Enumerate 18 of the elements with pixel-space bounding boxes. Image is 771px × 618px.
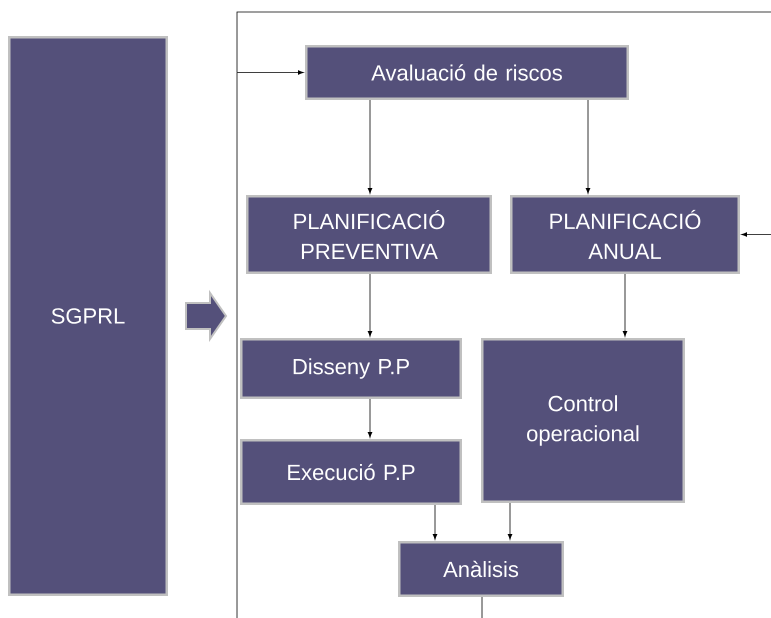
process-box: Disseny P.P bbox=[240, 338, 462, 399]
process-box: Avaluació de riscos bbox=[305, 45, 629, 100]
arrow bbox=[622, 274, 628, 337]
arrow bbox=[741, 232, 771, 237]
arrow bbox=[508, 502, 512, 540]
process-box: PLANIFICACIÓ PREVENTIVA bbox=[246, 195, 492, 274]
arrow bbox=[236, 70, 304, 618]
arrow bbox=[586, 100, 590, 194]
arrow bbox=[432, 504, 438, 540]
process-box: Anàlisis bbox=[398, 540, 564, 597]
process-box: Control operacional bbox=[481, 338, 685, 503]
process-box: SGPRL bbox=[8, 36, 168, 596]
process-box: PLANIFICACIÓ ANUAL bbox=[510, 195, 740, 274]
arrow bbox=[368, 398, 372, 438]
arrow bbox=[368, 274, 372, 337]
arrow bbox=[368, 100, 372, 194]
process-box: Execució P.P bbox=[240, 438, 462, 505]
block-arrow bbox=[185, 290, 228, 342]
